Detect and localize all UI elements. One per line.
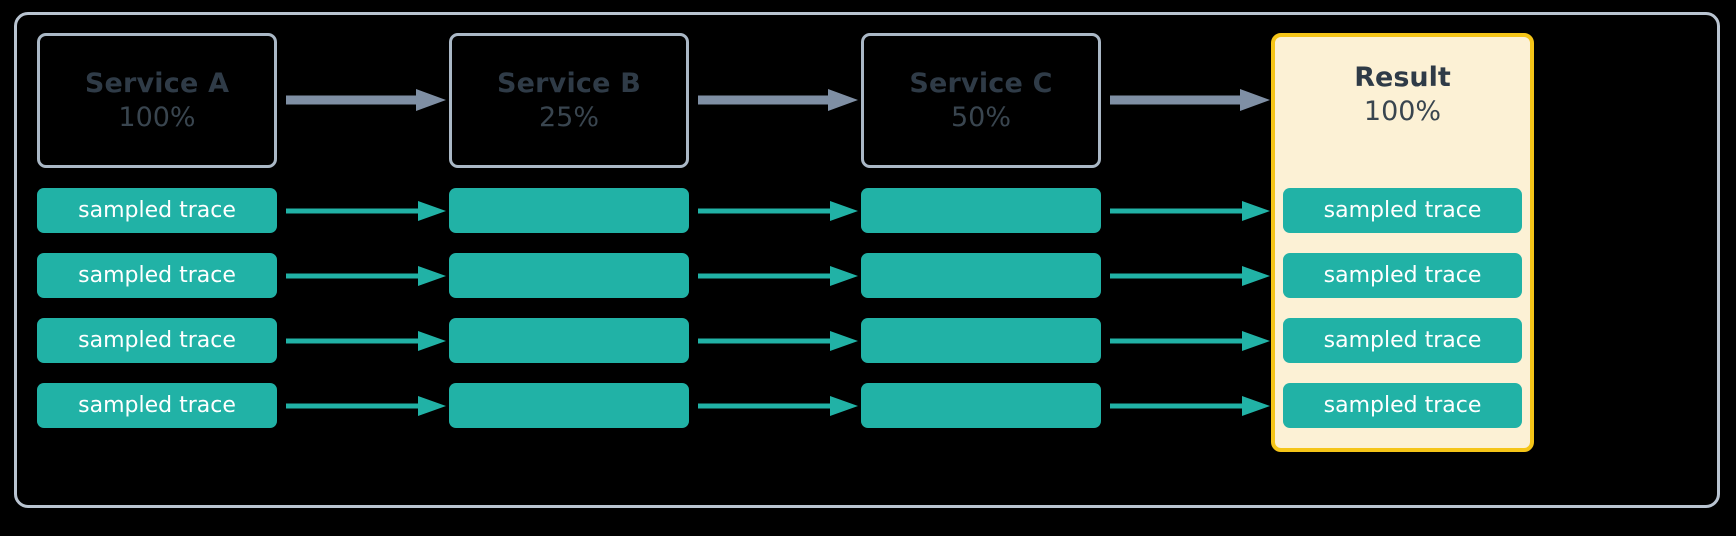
arrow-service-b-to-c xyxy=(698,88,858,112)
service-b-rate: 25% xyxy=(538,101,599,133)
trace-bar-service-c-row-4[interactable] xyxy=(861,383,1101,428)
diagram-outer-frame xyxy=(14,12,1720,508)
trace-bar-label: sampled trace xyxy=(78,392,236,418)
service-a-name: Service A xyxy=(84,67,230,99)
arrow-row-1-c-to-result xyxy=(1110,199,1270,223)
trace-bar-source-row-2[interactable]: sampled trace xyxy=(37,253,277,298)
trace-bar-result-row-4[interactable]: sampled trace xyxy=(1283,383,1522,428)
trace-bar-label: sampled trace xyxy=(1323,197,1482,223)
trace-bar-result-row-3[interactable]: sampled trace xyxy=(1283,318,1522,363)
arrow-service-a-to-b xyxy=(286,88,446,112)
trace-bar-label: sampled trace xyxy=(1323,262,1482,288)
trace-bar-result-row-2[interactable]: sampled trace xyxy=(1283,253,1522,298)
trace-bar-source-row-1[interactable]: sampled trace xyxy=(37,188,277,233)
trace-bar-service-b-row-3[interactable] xyxy=(449,318,689,363)
trace-bar-label: sampled trace xyxy=(78,197,236,223)
trace-bar-label: sampled trace xyxy=(78,327,236,353)
trace-bar-label: sampled trace xyxy=(78,262,236,288)
arrow-row-3-a-to-b xyxy=(286,329,446,353)
result-header: Result 100% xyxy=(1275,63,1530,126)
trace-bar-service-b-row-4[interactable] xyxy=(449,383,689,428)
service-c-name: Service C xyxy=(909,67,1053,99)
arrow-row-1-b-to-c xyxy=(698,199,858,223)
arrow-service-c-to-result xyxy=(1110,88,1270,112)
arrow-row-2-b-to-c xyxy=(698,264,858,288)
trace-bar-result-row-1[interactable]: sampled trace xyxy=(1283,188,1522,233)
result-rate: 100% xyxy=(1363,95,1442,127)
trace-bar-service-c-row-3[interactable] xyxy=(861,318,1101,363)
arrow-row-1-a-to-b xyxy=(286,199,446,223)
trace-bar-label: sampled trace xyxy=(1323,392,1482,418)
trace-bar-service-c-row-1[interactable] xyxy=(861,188,1101,233)
service-box-c[interactable]: Service C 50% xyxy=(861,33,1101,168)
service-b-name: Service B xyxy=(496,67,642,99)
service-a-rate: 100% xyxy=(118,101,196,133)
service-box-a[interactable]: Service A 100% xyxy=(37,33,277,168)
arrow-row-4-a-to-b xyxy=(286,394,446,418)
arrow-row-3-c-to-result xyxy=(1110,329,1270,353)
trace-bar-label: sampled trace xyxy=(1323,327,1482,353)
trace-bar-service-b-row-2[interactable] xyxy=(449,253,689,298)
trace-bar-service-b-row-1[interactable] xyxy=(449,188,689,233)
arrow-row-3-b-to-c xyxy=(698,329,858,353)
result-name: Result xyxy=(1354,62,1451,93)
arrow-row-2-c-to-result xyxy=(1110,264,1270,288)
service-c-rate: 50% xyxy=(950,101,1011,133)
arrow-row-4-c-to-result xyxy=(1110,394,1270,418)
result-panel[interactable]: Result 100% xyxy=(1271,33,1534,452)
arrow-row-4-b-to-c xyxy=(698,394,858,418)
trace-bar-source-row-3[interactable]: sampled trace xyxy=(37,318,277,363)
trace-bar-source-row-4[interactable]: sampled trace xyxy=(37,383,277,428)
service-box-b[interactable]: Service B 25% xyxy=(449,33,689,168)
arrow-row-2-a-to-b xyxy=(286,264,446,288)
trace-bar-service-c-row-2[interactable] xyxy=(861,253,1101,298)
